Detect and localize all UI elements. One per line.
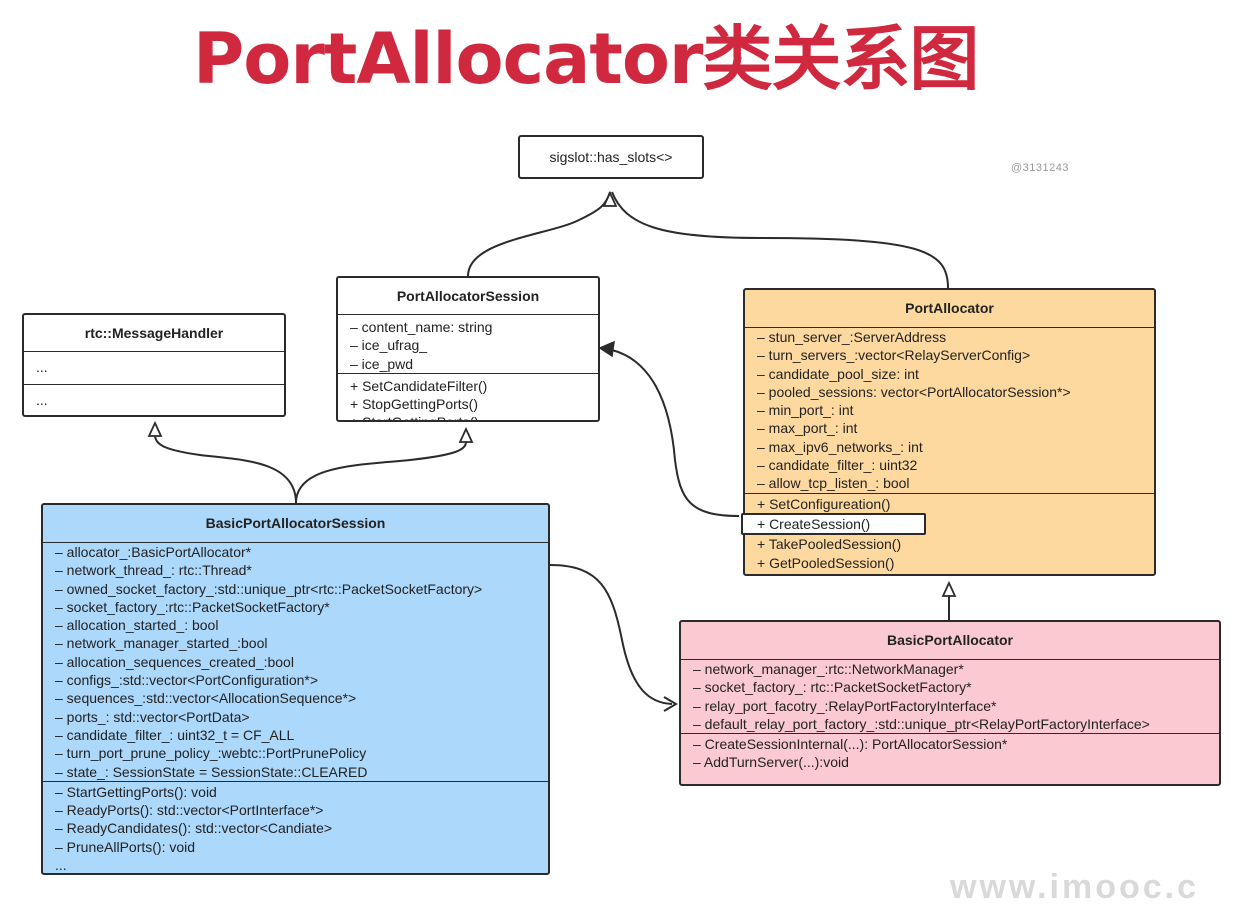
method: – StartGettingPorts(): void	[55, 783, 217, 800]
attribute: – owned_socket_factory_:std::unique_ptr<…	[55, 580, 483, 597]
class-message-handler: rtc::MessageHandler ... ...	[22, 313, 286, 417]
attribute: – min_port_: int	[757, 402, 854, 419]
attribute: – socket_factory_: rtc::PacketSocketFact…	[693, 679, 972, 696]
attribute: – network_thread_: rtc::Thread*	[55, 562, 252, 579]
methods-section: – CreateSessionInternal(...): PortAlloca…	[681, 733, 1219, 786]
watermark: @3131243	[1011, 162, 1069, 174]
inherit-arrowhead-portallocator	[941, 580, 957, 597]
association-createsession-to-session	[611, 349, 740, 517]
attribute: – candidate_filter_: uint32_t = CF_ALL	[55, 726, 295, 743]
class-name: BasicPortAllocatorSession	[205, 515, 386, 531]
attribute: – ice_pwd	[350, 355, 414, 372]
method: ...	[55, 857, 67, 874]
attribute: – ice_ufrag_	[350, 337, 428, 354]
class-name: BasicPortAllocator	[886, 632, 1014, 648]
class-name: PortAllocator	[905, 300, 994, 316]
class-port-allocator-session: PortAllocatorSession – content_name: str…	[336, 276, 600, 422]
attribute: – content_name: string	[350, 319, 493, 335]
inherit-line-bpas-to-session	[295, 441, 467, 504]
methods-section: + SetConfigureation() + CreateSession() …	[741, 492, 1154, 572]
attributes-section: – content_name: string – ice_ufrag_ – ic…	[338, 314, 598, 373]
attributes-section: – stun_server_:ServerAddress – turn_serv…	[745, 327, 1154, 493]
inherit-line-bpas-to-message-handler	[154, 435, 297, 504]
method: + TakePooledSession()	[757, 536, 902, 553]
attribute: – candidate_pool_size: int	[757, 365, 919, 382]
attribute: – allocation_sequences_created_:bool	[55, 653, 294, 670]
attribute: – stun_server_:ServerAddress	[757, 329, 947, 345]
attribute: – turn_servers_:vector<RelayServerConfig…	[757, 347, 1031, 364]
attribute: – network_manager_:rtc::NetworkManager*	[693, 661, 964, 677]
class-name: rtc::MessageHandler	[84, 325, 224, 341]
attribute: – allocator_:BasicPortAllocator*	[55, 544, 252, 560]
attribute: – relay_port_facotry_:RelayPortFactoryIn…	[693, 697, 997, 714]
attribute: – max_ipv6_networks_: int	[757, 438, 923, 455]
attribute: – candidate_filter_: uint32	[757, 457, 918, 474]
attribute: – allow_tcp_listen_: bool	[757, 475, 910, 492]
method: – ReadyPorts(): std::vector<PortInterfac…	[55, 802, 324, 819]
attribute: – turn_port_prune_policy_:webtc::PortPru…	[55, 745, 367, 762]
attribute: – network_manager_started_:bool	[55, 635, 268, 652]
attribute: – sequences_:std::vector<AllocationSeque…	[55, 690, 357, 707]
relationship-connectors	[147, 190, 957, 712]
inherit-line-portallocator-to-has-slots	[611, 191, 949, 289]
methods-section: + SetCandidateFilter() + StopGettingPort…	[338, 372, 598, 420]
method: + SetCandidateFilter()	[350, 377, 488, 394]
attributes-section: – network_manager_:rtc::NetworkManager* …	[681, 659, 1219, 733]
attribute: ...	[36, 359, 48, 375]
method: + SetConfigureation()	[757, 495, 891, 512]
inherit-arrowhead-has-slots	[602, 190, 618, 207]
association-bpas-to-bpa	[549, 564, 673, 705]
class-has-slots: sigslot::has_slots<>	[518, 135, 704, 179]
class-basic-port-allocator: BasicPortAllocator – network_manager_:rt…	[679, 620, 1221, 786]
method: + StartGettingPorts()	[350, 413, 590, 420]
method: ...	[693, 772, 705, 786]
attribute: – default_relay_port_factory_:std::uniqu…	[693, 715, 1150, 732]
attribute: – pooled_sessions: vector<PortAllocatorS…	[757, 383, 1071, 400]
attribute: – ports_: std::vector<PortData>	[55, 708, 250, 725]
method: – AddTurnServer(...):void	[693, 754, 849, 771]
method: – PruneAllPorts(): void	[55, 838, 196, 855]
class-name: sigslot::has_slots<>	[549, 149, 673, 165]
attributes-section: ...	[24, 351, 284, 384]
class-name: PortAllocatorSession	[396, 288, 540, 304]
attribute: – allocation_started_: bool	[55, 617, 219, 634]
method: – ReadyCandidates(): std::vector<Candiat…	[55, 820, 333, 837]
inherit-arrowhead-session	[458, 426, 474, 443]
association-arrowhead-session	[598, 340, 615, 358]
attribute: – state_: SessionState = SessionState::C…	[55, 763, 368, 780]
diagram-title: PortAllocator类关系图	[193, 18, 979, 100]
association-arrowhead-bpa	[663, 696, 678, 712]
method-highlighted: + CreateSession()	[741, 512, 926, 536]
methods-section: – StartGettingPorts(): void – ReadyPorts…	[43, 780, 548, 874]
method: + GetPooledSession()	[757, 554, 895, 571]
method: – CreateSessionInternal(...): PortAlloca…	[693, 736, 1008, 753]
attribute: – configs_:std::vector<PortConfiguration…	[55, 672, 319, 689]
inherit-arrowhead-message-handler	[147, 420, 163, 437]
class-basic-port-allocator-session: BasicPortAllocatorSession – allocator_:B…	[41, 503, 550, 875]
methods-section: ...	[24, 384, 284, 415]
method: ...	[36, 392, 48, 408]
attribute: – socket_factory_:rtc::PacketSocketFacto…	[55, 598, 330, 615]
method: + StopGettingPorts()	[350, 396, 479, 413]
attributes-section: – allocator_:BasicPortAllocator* – netwo…	[43, 542, 548, 781]
inherit-line-session-to-has-slots	[467, 191, 611, 277]
attribute: – max_port_: int	[757, 420, 858, 437]
class-port-allocator: PortAllocator – stun_server_:ServerAddre…	[741, 288, 1156, 576]
